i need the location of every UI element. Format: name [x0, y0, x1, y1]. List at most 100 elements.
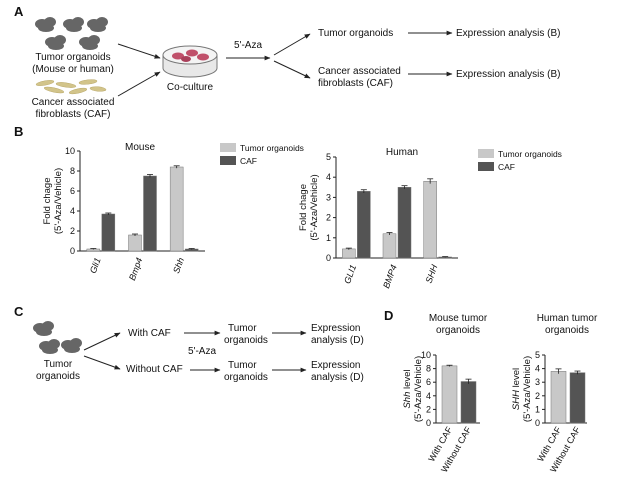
y-axis-label: Fold chage: [42, 177, 53, 224]
y-tick-label: 0: [70, 246, 75, 256]
y-tick-label: 4: [535, 364, 540, 374]
y-tick-label: 0: [426, 418, 431, 428]
y-axis-label-units: (5'-Aza/Vehicle): [522, 356, 533, 422]
out-caf-label-2: fibroblasts (CAF): [318, 78, 393, 89]
bar-tumor-organoids: [128, 234, 142, 252]
y-axis-label: Fold chage: [298, 184, 309, 231]
y-axis-label-gene: SHH: [511, 390, 522, 410]
arrow-to-with-caf: [83, 332, 121, 351]
bar-with-caf: [550, 371, 567, 424]
bar-with-caf: [441, 365, 458, 424]
bar-caf: [357, 191, 371, 259]
bar-tumor-organoids: [169, 166, 184, 252]
chart-title-line-1: Human tumor: [537, 313, 598, 324]
y-tick-label: 2: [426, 404, 431, 414]
bar-without-caf: [460, 381, 477, 424]
expression-c-bottom-2: analysis (D): [311, 372, 364, 383]
y-axis-label-rest: level: [511, 368, 522, 390]
without-caf-label: Without CAF: [126, 364, 183, 375]
y-tick-label: 8: [426, 364, 431, 374]
arrow-organoids-to-coculture: [117, 43, 161, 59]
x-tick-label: Bmp4: [127, 256, 144, 282]
arrow-to-tumor-organoids: [273, 33, 311, 56]
panel-label-c: C: [14, 304, 24, 319]
x-tick-label: SHH: [424, 263, 440, 285]
chart-title: Mouse: [125, 142, 155, 153]
panel-label-a: A: [14, 4, 24, 19]
chart-title: Human: [386, 147, 418, 158]
start-organoids-label: organoids: [36, 371, 80, 382]
y-tick-label: 5: [326, 152, 331, 162]
y-tick-label: 1: [535, 404, 540, 414]
y-tick-label: 4: [70, 206, 75, 216]
coculture-label: Co-culture: [167, 82, 214, 93]
with-caf-result-organoids: organoids: [224, 335, 268, 346]
y-tick-label: 2: [535, 391, 540, 401]
legend-swatch-caf: [478, 162, 494, 171]
legend-swatch-caf: [220, 156, 236, 165]
out-caf-label: Cancer associated: [318, 66, 401, 77]
legend-swatch-tumor-organoids: [220, 143, 236, 152]
legend-label: CAF: [498, 162, 515, 172]
y-tick-label: 6: [70, 186, 75, 196]
arrow-caf-to-coculture: [117, 71, 161, 97]
y-tick-label: 1: [326, 233, 331, 243]
fibroblasts-icon: [35, 79, 107, 95]
y-axis-label: SHH level: [511, 368, 522, 410]
bar-caf: [397, 187, 412, 259]
y-tick-label: 2: [326, 213, 331, 223]
legend-swatch-tumor-organoids: [478, 149, 494, 158]
y-tick-label: 0: [535, 418, 540, 428]
y-tick-label: 8: [70, 166, 75, 176]
panel-a: A Tumor organoids (Mouse or human) Cance…: [14, 4, 560, 120]
legend-label: Tumor organoids: [498, 149, 562, 159]
bar-tumor-organoids: [423, 180, 437, 259]
y-tick-label: 6: [426, 377, 431, 387]
tumor-organoids-icon: [35, 17, 108, 50]
x-tick-label: GLI1: [342, 263, 358, 285]
out-tumor-organoids-label: Tumor organoids: [318, 28, 393, 39]
arrow-to-caf: [273, 60, 311, 79]
legend-label: Tumor organoids: [240, 143, 304, 153]
y-tick-label: 2: [70, 226, 75, 236]
y-tick-label: 3: [326, 192, 331, 202]
with-caf-result-tumor: Tumor: [228, 323, 257, 334]
without-caf-result-tumor: Tumor: [228, 360, 257, 371]
y-axis-label-units: (5'-Aza/Vehicle): [53, 168, 64, 234]
caf-label: Cancer associated: [32, 97, 115, 108]
y-axis-label: Shh level: [402, 369, 413, 408]
chart-title-line-1: Mouse tumor: [429, 313, 488, 324]
y-axis-label-gene: Shh: [402, 392, 413, 409]
aza-treatment-label-a: 5'-Aza: [234, 40, 262, 51]
y-axis-label-rest: level: [402, 369, 413, 391]
tumor-organoids-icon-c: [33, 321, 82, 354]
panel-label-b: B: [14, 124, 23, 139]
y-tick-label: 10: [421, 350, 431, 360]
start-tumor-label: Tumor: [44, 359, 73, 370]
panel-c: C Tumor organoids With CAF Without CAF 5…: [14, 304, 364, 383]
y-tick-label: 5: [535, 350, 540, 360]
y-tick-label: 4: [326, 172, 331, 182]
y-axis-label-units: (5'-Aza/Vehicle): [309, 174, 320, 240]
caf-label-2: fibroblasts (CAF): [35, 109, 110, 120]
y-tick-label: 3: [535, 377, 540, 387]
without-caf-result-organoids: organoids: [224, 372, 268, 383]
expression-analysis-top: Expression analysis (B): [456, 28, 560, 39]
x-tick-label: BMP4: [381, 263, 399, 289]
y-tick-label: 0: [326, 253, 331, 263]
expression-analysis-bottom: Expression analysis (B): [456, 69, 560, 80]
x-tick-label: Gli1: [88, 256, 103, 274]
bar-tumor-organoids: [382, 233, 397, 259]
tumor-organoids-label: Tumor organoids: [35, 52, 110, 63]
bar-without-caf: [569, 372, 586, 424]
bar-tumor-organoids: [342, 248, 356, 259]
expression-c-top-2: analysis (D): [311, 335, 364, 346]
x-tick-label: Shh: [171, 256, 186, 274]
chart-title-line-2: organoids: [436, 325, 480, 336]
culture-dish-icon: [162, 45, 218, 78]
bar-caf: [143, 175, 157, 252]
